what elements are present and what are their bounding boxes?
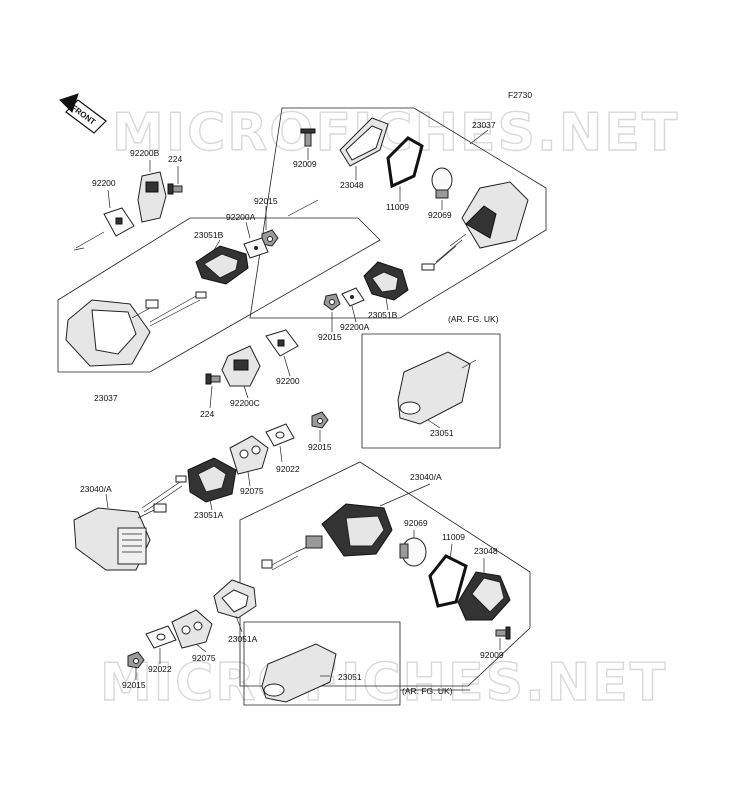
part-23048-top-lens bbox=[339, 117, 389, 167]
watermark-bottom: MICROFICHES.NET bbox=[100, 653, 667, 713]
watermark-top: MICROFICHES.NET bbox=[112, 103, 679, 163]
frame-right-turn-signal bbox=[249, 107, 547, 319]
part-23051b-left bbox=[195, 245, 249, 285]
front-arrow-icon: FRONT bbox=[59, 93, 107, 134]
part-92022-bot-washer bbox=[145, 625, 177, 649]
frame-left-turn-signal bbox=[57, 217, 381, 373]
callout-92015-mid: 92015 bbox=[308, 442, 332, 452]
part-92022-mid-washer bbox=[265, 423, 295, 447]
part-23051-bot bbox=[261, 643, 337, 703]
callout-92015-right: 92015 bbox=[318, 332, 342, 342]
part-224-mid-screw bbox=[205, 373, 221, 385]
callout-92009-top: 92009 bbox=[293, 159, 317, 169]
callout-23040a-left: 23040/A bbox=[80, 484, 112, 494]
frame-front-turn-signal bbox=[239, 461, 531, 687]
callout-92075-bot: 92075 bbox=[192, 653, 216, 663]
part-23040a-right-housing bbox=[261, 503, 393, 571]
part-23037-top-housing bbox=[421, 181, 529, 271]
part-23051a-bot bbox=[213, 579, 257, 619]
callout-11009-top: 11009 bbox=[386, 202, 409, 212]
callout-23051b-left: 23051B bbox=[194, 230, 224, 240]
part-92200a-left bbox=[243, 237, 269, 259]
part-92009-top bbox=[300, 128, 316, 147]
callout-92200c: 92200C bbox=[230, 398, 260, 408]
frame-ar-fg-uk-bottom bbox=[243, 621, 401, 706]
callout-23037-left: 23037 bbox=[94, 393, 118, 403]
callout-23048-bot: 23048 bbox=[474, 546, 498, 556]
part-92200b-bracket bbox=[137, 171, 167, 223]
callout-23051b-right: 23051B bbox=[368, 310, 398, 320]
part-23040a-left-housing bbox=[73, 475, 187, 571]
part-92069-bot-bulb bbox=[399, 537, 427, 567]
callout-92200-top: 92200 bbox=[92, 178, 116, 188]
part-92200-top-plate bbox=[73, 207, 135, 251]
callout-92200b: 92200B bbox=[130, 148, 160, 158]
callout-ar-fg-uk-bottom: (AR. FG. UK) bbox=[402, 686, 453, 696]
callout-92200a-left: 92200A bbox=[226, 212, 256, 222]
callout-224-mid: 224 bbox=[200, 409, 214, 419]
part-23037-left-housing bbox=[65, 291, 207, 367]
frame-ar-fg-uk-top bbox=[361, 333, 501, 449]
callout-23048-top: 23048 bbox=[340, 180, 364, 190]
callout-23051-top: 23051 bbox=[430, 428, 454, 438]
callout-23051a-mid: 23051A bbox=[194, 510, 224, 520]
part-224-top-screw bbox=[167, 183, 183, 195]
callout-92022-mid: 92022 bbox=[276, 464, 300, 474]
leader-lines bbox=[105, 129, 501, 680]
callout-23037-top: 23037 bbox=[472, 120, 496, 130]
part-92015-bot-nut bbox=[127, 651, 145, 669]
callout-92069-bot: 92069 bbox=[404, 518, 428, 528]
callout-92009-bot: 92009 bbox=[480, 650, 504, 660]
callout-ar-fg-uk-top: (AR. FG. UK) bbox=[448, 314, 499, 324]
callout-224-top: 224 bbox=[168, 154, 182, 164]
callout-23051a-bot: 23051A bbox=[228, 634, 258, 644]
part-11009-bot-gasket bbox=[428, 554, 468, 608]
callout-11009-bot: 11009 bbox=[442, 532, 465, 542]
callout-92200-mid: 92200 bbox=[276, 376, 300, 386]
part-11009-top-gasket bbox=[386, 136, 424, 189]
part-92200a-right bbox=[341, 287, 365, 307]
part-92015-right bbox=[323, 293, 341, 311]
callout-92200a-right: 92200A bbox=[340, 322, 370, 332]
part-23048-bot-lens bbox=[457, 571, 511, 621]
callout-92075-mid: 92075 bbox=[240, 486, 264, 496]
part-92200-mid-plate bbox=[265, 329, 299, 357]
part-23051b-right bbox=[363, 261, 409, 301]
part-23051a-mid bbox=[187, 457, 237, 503]
part-92009-bot-screw bbox=[495, 626, 511, 640]
part-92075-bot-grommet bbox=[171, 609, 213, 649]
figure-code: F2730 bbox=[508, 90, 532, 100]
part-92069-top-bulb bbox=[431, 167, 453, 199]
callout-92015-top: 92015 bbox=[254, 196, 278, 206]
part-92015-mid-nut bbox=[311, 411, 329, 429]
callout-92015-bot: 92015 bbox=[122, 680, 146, 690]
callout-92069-top: 92069 bbox=[428, 210, 452, 220]
callout-23051-bot: 23051 bbox=[338, 672, 362, 682]
part-92075-mid-grommet bbox=[229, 435, 269, 475]
part-92200c-bracket bbox=[221, 345, 261, 387]
callout-92022-bot: 92022 bbox=[148, 664, 172, 674]
callout-23040a-right: 23040/A bbox=[410, 472, 442, 482]
part-23051-top bbox=[397, 351, 477, 425]
